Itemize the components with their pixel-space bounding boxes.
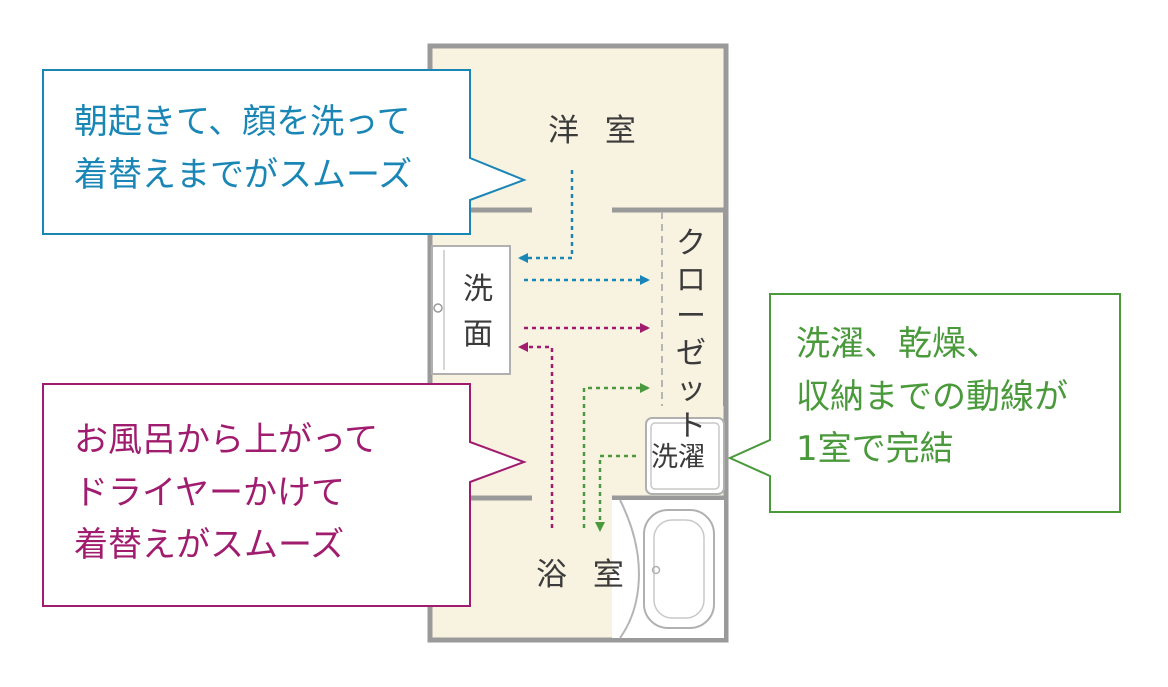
bathtub — [643, 509, 715, 629]
green-route-arrow — [595, 454, 636, 532]
drain-icon — [651, 565, 661, 575]
washing-machine — [645, 417, 725, 495]
callout-box-bath — [42, 383, 527, 607]
washroom-label-top: 洗 — [463, 272, 493, 307]
bedroom-label: 洋 室 — [548, 113, 644, 149]
closet-char: ロ — [676, 262, 706, 298]
callout-box-morning — [42, 69, 527, 235]
closet-char: ト — [676, 408, 706, 444]
bath-label: 浴 室 — [536, 557, 632, 593]
closet-char: ー — [676, 299, 706, 335]
faucet-icon — [433, 303, 443, 313]
washroom-label-bottom: 面 — [463, 317, 493, 352]
blue-route-arrow — [518, 170, 574, 263]
closet-char: ク — [676, 226, 706, 261]
laundry-label: 洗濯 — [651, 442, 705, 473]
closet-char: ッ — [676, 372, 706, 408]
callout-box-laundry — [727, 293, 1121, 513]
callout-text-laundry: 洗濯、乾燥、 収納までの動線が 1室で完結 — [796, 324, 1068, 470]
closet-label: ク ロ ー ゼ ッ ト — [668, 226, 714, 446]
callout-text-morning: 朝起きて、顔を洗って 着替えまでがスムーズ — [74, 102, 413, 195]
magenta-route-arrow — [518, 342, 554, 528]
green-route-arrow — [582, 383, 650, 528]
washbasin — [431, 245, 511, 375]
closet-char: ゼ — [676, 335, 706, 371]
bath-door-curve — [619, 499, 640, 639]
callout-text-bath: お風呂から上がって ドライヤーかけて 着替えがスムーズ — [74, 420, 379, 566]
